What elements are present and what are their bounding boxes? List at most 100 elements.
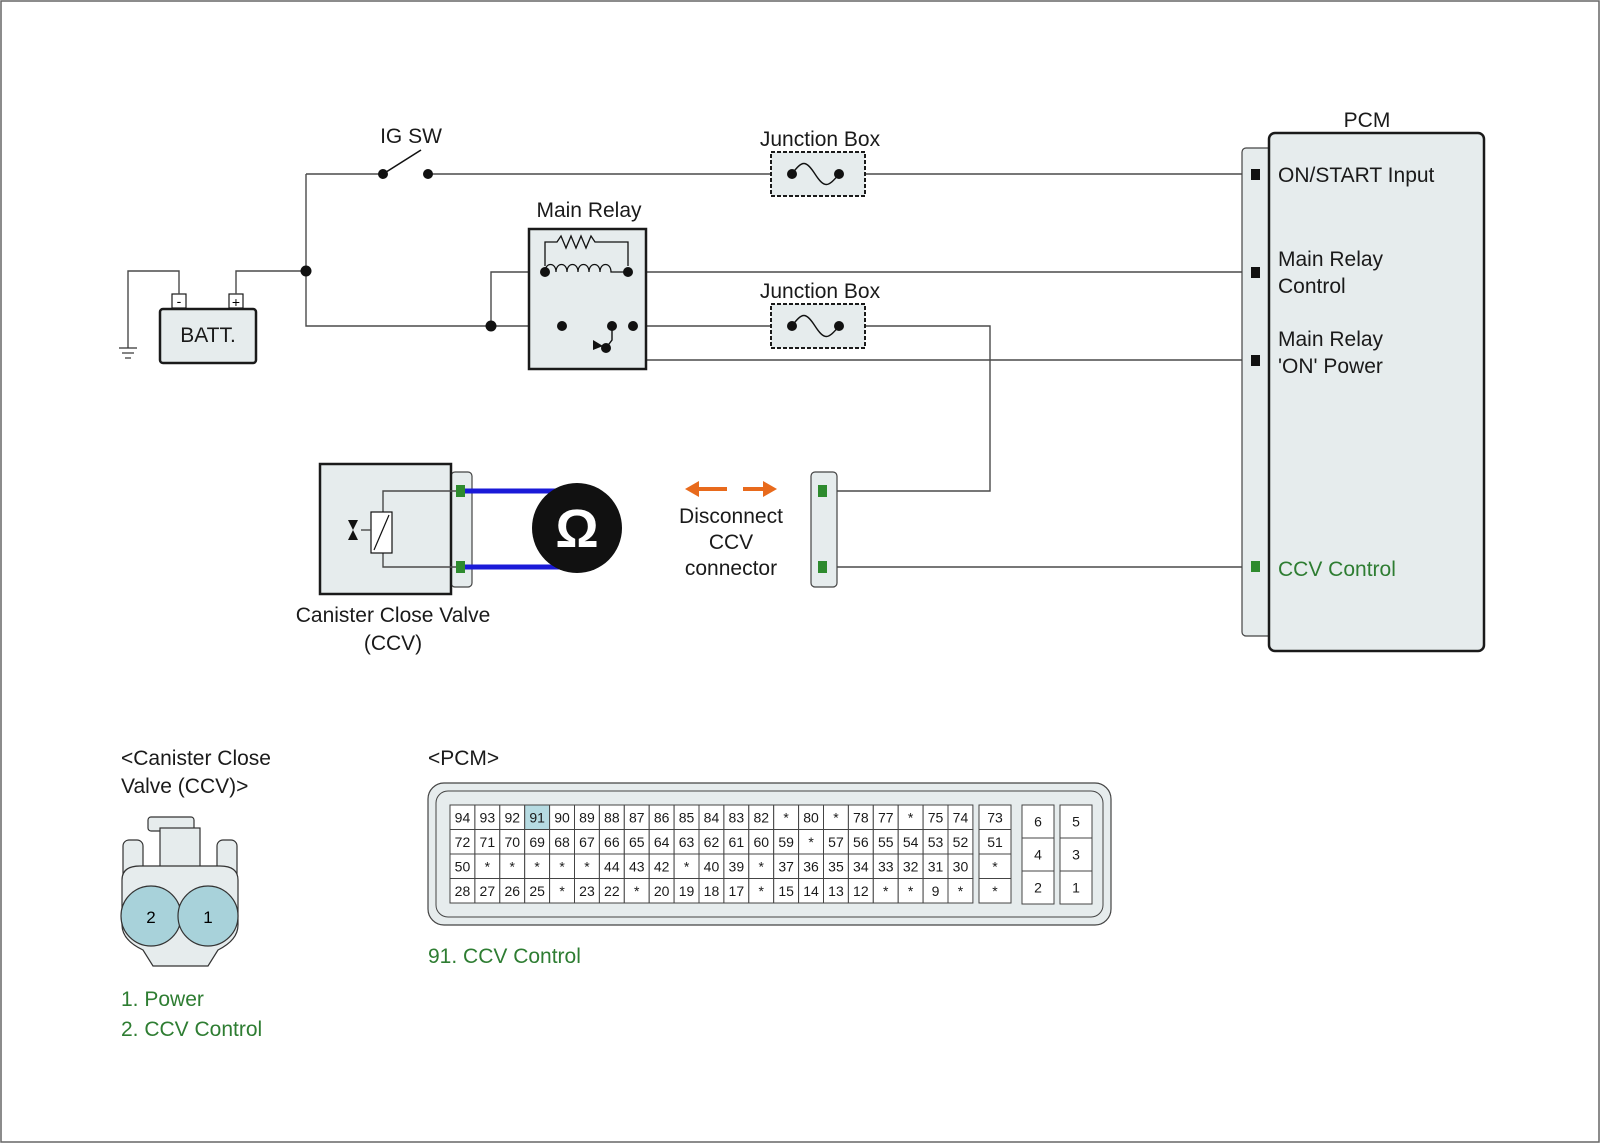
pcm-pin-label: 86 [654, 809, 670, 825]
pcm-pin-label: 3 [1072, 847, 1080, 863]
junction-box-2: Junction Box [760, 280, 881, 349]
pcm-pin [549, 829, 575, 855]
pcm-pin-label: 60 [753, 834, 769, 850]
pcm-pin-label: * [833, 809, 839, 825]
ignition-switch: IG SW [378, 125, 442, 179]
pcm-pin-label: 34 [853, 858, 869, 874]
pcm-pin [823, 853, 849, 879]
pcm-terminal-ccv-control: CCV Control [1278, 558, 1396, 581]
pcm-pin-label: * [908, 883, 914, 899]
pcm-pin [574, 829, 600, 855]
pcm-pin-label: 35 [828, 858, 844, 874]
pcm-pin [847, 804, 874, 830]
ccv-label-line2: (CCV) [364, 632, 422, 655]
ccv-pin-1-label: 1 [203, 908, 212, 927]
ccv-connector-title-1: <Canister Close [121, 747, 271, 770]
pcm-pin-label: 2 [1034, 880, 1042, 896]
junction-box-1-label: Junction Box [760, 128, 881, 151]
pcm-pin-label: 43 [629, 858, 645, 874]
pcm-pin-label: 93 [480, 809, 496, 825]
pcm-pin-relay-control [1251, 267, 1260, 278]
pcm-pin-label: 20 [654, 883, 670, 899]
pcm-pin-label: * [759, 858, 765, 874]
relay-coil-icon [544, 263, 628, 273]
pcm-pin-label: 27 [480, 883, 496, 899]
pcm-pin-label: 23 [579, 883, 595, 899]
pcm-pin [872, 804, 899, 830]
ccv-legend-1: 1. Power [121, 988, 204, 1011]
pcm-pin-label: * [559, 883, 565, 899]
pcm-pin [978, 853, 1012, 879]
pcm-pin-label: * [634, 883, 640, 899]
pcm-pin [499, 878, 526, 904]
pcm-pin-label: 59 [778, 834, 794, 850]
pcm-pin [947, 878, 974, 904]
pcm-box [1267, 131, 1486, 653]
pcm-pin-label: 65 [629, 834, 645, 850]
pcm-pin-label: 51 [987, 834, 1003, 850]
pcm-pin [748, 829, 775, 855]
pcm-pin [947, 853, 974, 879]
pcm-pin-label: 17 [729, 883, 745, 899]
pcm-pin-label: 89 [579, 809, 595, 825]
pcm-pin-label: 84 [704, 809, 720, 825]
pcm-pin-label: 50 [455, 858, 471, 874]
pcm-pin-label: 31 [928, 858, 944, 874]
pcm-pin-label: 75 [928, 809, 944, 825]
ohm-symbol: Ω [555, 499, 598, 559]
pcm-pin [1059, 837, 1093, 872]
disconnect-label-1: Disconnect [679, 505, 783, 528]
main-relay-label: Main Relay [536, 199, 642, 222]
pcm-pin-label: 74 [953, 809, 969, 825]
pcm-pin [897, 878, 924, 904]
pcm-pin-label: 71 [480, 834, 496, 850]
pcm-pin-label: 55 [878, 834, 894, 850]
pcm-label: PCM [1344, 109, 1391, 132]
pcm-pin-label: * [958, 883, 964, 899]
pcm-pin [847, 829, 874, 855]
pcm-pin-label: 66 [604, 834, 620, 850]
pcm-pin-label: 52 [953, 834, 969, 850]
pcm-pin-label: * [808, 834, 814, 850]
pcm-pin [872, 853, 899, 879]
pcm-pin-label: 25 [529, 883, 545, 899]
pcm-pin-label: 1 [1072, 880, 1080, 896]
ccv-legend-2: 2. CCV Control [121, 1018, 262, 1041]
pcm-pin-label: * [783, 809, 789, 825]
ohmmeter: Ω [465, 483, 622, 573]
pcm-pin-label: 62 [704, 834, 720, 850]
pcm-pin [474, 804, 501, 830]
pcm-pin-label: 28 [455, 883, 471, 899]
pcm-connector-legend: 91. CCV Control [428, 945, 581, 968]
pcm-pin-label: 70 [504, 834, 520, 850]
pcm-pin-label: 39 [729, 858, 745, 874]
pcm-pin-label: * [510, 858, 516, 874]
pcm-pin [798, 829, 824, 855]
pcm-pin-label: 69 [529, 834, 545, 850]
junction-box-2-label: Junction Box [760, 280, 881, 303]
pcm-pin [978, 804, 1012, 830]
pcm-pin-label: 6 [1034, 814, 1042, 830]
pcm-pin [623, 804, 650, 830]
pcm-pin-label: 4 [1034, 847, 1042, 863]
pcm-pin [574, 878, 600, 904]
pcm-pin [978, 878, 1012, 904]
pcm-connector-title: <PCM> [428, 747, 499, 770]
pcm-pin [598, 878, 625, 904]
pcm-pin-label: 36 [803, 858, 819, 874]
pcm-pin-label: 53 [928, 834, 944, 850]
pcm-pin-label: 94 [455, 809, 471, 825]
disconnect-arrow-icon [685, 481, 777, 497]
pcm-pin [1059, 870, 1093, 905]
pcm-pin [723, 853, 750, 879]
relay-contact-icon [605, 326, 613, 349]
pcm-pin [723, 829, 750, 855]
pcm-pin-label: 37 [778, 858, 794, 874]
pcm-pin-label: * [759, 883, 765, 899]
pcm-pin-label: * [684, 858, 690, 874]
pcm-pin [1021, 870, 1055, 905]
